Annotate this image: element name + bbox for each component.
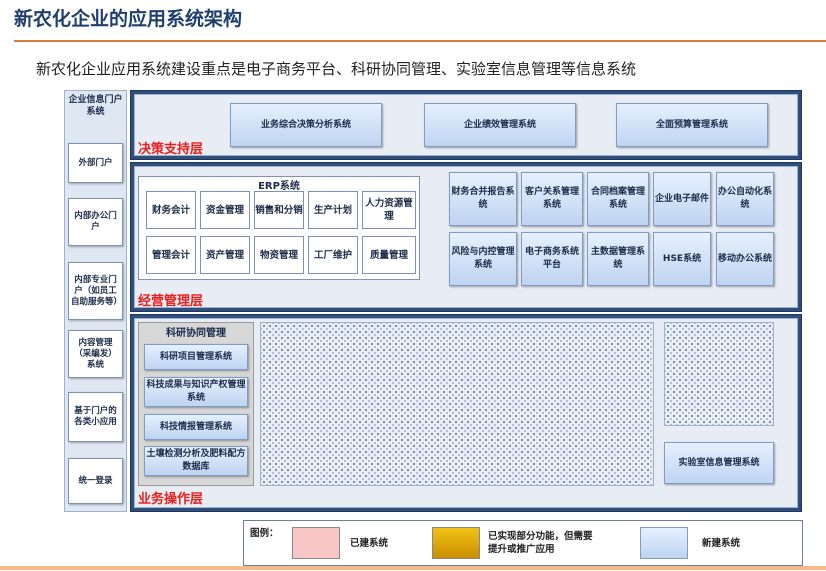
portal-item-mini-apps: 基于门户的各类小应用	[68, 392, 123, 442]
mgmt-system: 财务合并报告系统	[449, 172, 517, 226]
page-subtitle: 新农化企业应用系统建设重点是电子商务平台、科研协同管理、实验室信息管理等信息系统	[36, 60, 637, 78]
portal-title: 企业信息门户系统	[68, 95, 123, 117]
portal-item-internal-professional: 内部专业门户（如员工自助服务等）	[68, 262, 123, 320]
erp-cell: 销售和分销	[254, 191, 304, 229]
mgmt-system: 移动办公系统	[716, 232, 774, 286]
decision-item-budget: 全面预算管理系统	[616, 103, 768, 147]
research-item: 科研项目管理系统	[144, 344, 248, 370]
mgmt-system: 合同档案管理系统	[587, 172, 649, 226]
decision-item-performance: 企业绩效管理系统	[424, 103, 576, 147]
legend-label-built: 已建系统	[350, 538, 389, 549]
erp-cell: 人力资源管理	[362, 191, 416, 229]
operation-layer-label: 业务操作层	[138, 492, 204, 507]
portal-item-sso: 统一登录	[68, 458, 123, 504]
legend-label-partial: 已实现部分功能，但需要提升或推广应用	[488, 531, 593, 555]
placeholder-area-main	[260, 322, 654, 486]
portal-item-content-management: 内容管理（采编发）系统	[68, 330, 123, 378]
legend-title: 图例：	[250, 528, 279, 539]
erp-cell: 物资管理	[254, 236, 304, 274]
legend-label-new: 新建系统	[702, 538, 741, 549]
research-item: 土壤检测分析及肥料配方数据库	[144, 446, 248, 476]
portal-item-internal-office: 内部办公门户	[68, 198, 123, 246]
legend-swatch-built	[292, 527, 340, 559]
erp-cell: 资产管理	[200, 236, 250, 274]
page-title: 新农化企业的应用系统架构	[14, 8, 243, 30]
title-divider	[14, 40, 826, 42]
erp-cell: 管理会计	[146, 236, 196, 274]
management-layer-label: 经营管理层	[138, 294, 204, 309]
erp-title: ERP系统	[258, 181, 300, 192]
mgmt-system: 风险与内控管理系统	[449, 232, 517, 286]
portal-item-external: 外部门户	[68, 143, 123, 183]
research-item: 科技成果与知识产权管理系统	[144, 377, 248, 407]
mgmt-system: 客户关系管理系统	[521, 172, 583, 226]
erp-cell: 财务会计	[146, 191, 196, 229]
erp-cell: 资金管理	[200, 191, 250, 229]
erp-cell: 质量管理	[362, 236, 416, 274]
research-item: 科技情报管理系统	[144, 414, 248, 440]
lab-system: 实验室信息管理系统	[664, 442, 774, 484]
legend-swatch-new	[640, 527, 688, 559]
erp-cell: 工厂维护	[308, 236, 358, 274]
mgmt-system: HSE系统	[653, 232, 711, 286]
decision-layer-label: 决策支持层	[138, 142, 204, 157]
mgmt-system: 主数据管理系统	[587, 232, 649, 286]
decision-item-analysis: 业务综合决策分析系统	[230, 103, 382, 147]
research-title: 科研协同管理	[166, 328, 226, 339]
legend-swatch-partial	[432, 527, 480, 559]
mgmt-system: 企业电子邮件	[653, 172, 711, 226]
mgmt-system: 电子商务系统平台	[521, 232, 583, 286]
bottom-divider	[0, 566, 826, 570]
erp-cell: 生产计划	[308, 191, 358, 229]
mgmt-system: 办公自动化系统	[716, 172, 774, 226]
placeholder-area-right	[664, 322, 774, 426]
